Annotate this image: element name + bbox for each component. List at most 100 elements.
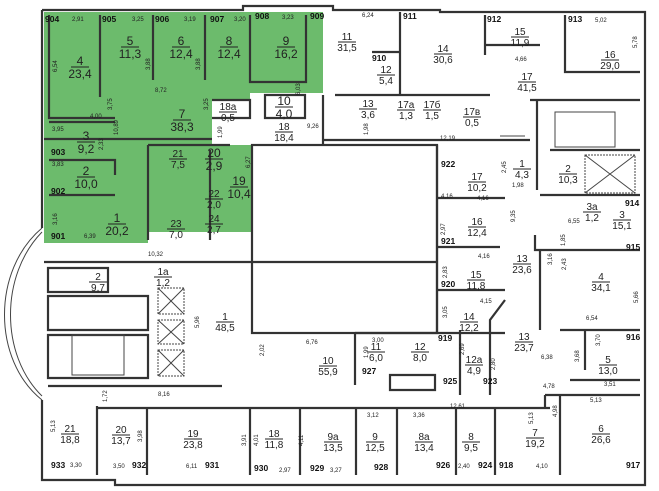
room-code: 931	[205, 460, 219, 470]
labels: 423,4511,3612,4812,4916,2104,018а0,5738,…	[45, 11, 640, 474]
room-code: 919	[438, 333, 452, 343]
fixtures	[71, 111, 636, 377]
room-number: 6	[178, 34, 185, 48]
room-number: 11	[371, 342, 382, 353]
staircase	[554, 111, 616, 148]
dimension-label: 12,19	[440, 136, 456, 142]
room-area: 13,0	[598, 366, 618, 377]
room-number: 9	[283, 34, 290, 48]
dimension-label: 2,40	[458, 464, 470, 470]
lift-shaft	[584, 154, 636, 194]
room-number: 10	[277, 94, 291, 108]
dimension-label: 6,55	[568, 219, 580, 225]
room-number: 3а	[586, 202, 598, 213]
dimension-label: 1,72	[103, 390, 109, 402]
room-number: 13	[518, 332, 530, 343]
dimension-label: 3,83	[52, 162, 64, 168]
dimension-label: 4,01	[254, 434, 260, 446]
room-area: 10,2	[467, 183, 487, 194]
dimension-label: 4,98	[553, 405, 559, 417]
room-code: 922	[441, 159, 455, 169]
dimension-label: 4,16	[441, 194, 453, 200]
room-number: 4	[77, 54, 84, 68]
room-area: 6,0	[369, 353, 383, 364]
courtyard	[250, 143, 439, 335]
room-area: 2,9	[206, 159, 223, 173]
room-number: 24	[208, 214, 220, 225]
room-area: 2,0	[207, 200, 221, 211]
room-area: 9,5	[464, 443, 478, 454]
dimension-label: 2,97	[279, 468, 291, 474]
room-area: 5,4	[379, 76, 393, 87]
room-area: 11,3	[119, 47, 142, 61]
room-area: 3,6	[361, 110, 375, 121]
room-area: 12,5	[365, 443, 385, 454]
dimension-label: 3,36	[413, 413, 425, 419]
room-area: 23,8	[183, 440, 203, 451]
dimension-label: 4,66	[515, 57, 527, 63]
dimension-label: 8,16	[158, 392, 170, 398]
room-area: 12,4	[217, 47, 241, 61]
room-area: 18,8	[60, 435, 80, 446]
room-area: 38,3	[170, 120, 194, 134]
room-area: 0,5	[221, 113, 235, 124]
dimension-label: 3,23	[282, 15, 294, 21]
room-area: 31,5	[337, 43, 357, 54]
room-number: 13	[516, 254, 528, 265]
room-code: 927	[362, 366, 376, 376]
room-code: 925	[443, 376, 457, 386]
dimension-label: 3,51	[604, 382, 616, 388]
room-number: 1а	[157, 267, 169, 278]
room-code: 928	[374, 462, 388, 472]
dimension-label: 5,96	[195, 316, 201, 328]
room-area: 0,5	[465, 118, 479, 129]
room-number: 17а	[398, 100, 415, 111]
room-number: 1	[114, 211, 121, 225]
room-number: 16	[471, 217, 483, 228]
room-number: 19	[187, 429, 199, 440]
room-number: 1	[519, 159, 525, 170]
dimension-label: 2,43	[562, 258, 568, 270]
room-number: 15	[514, 27, 526, 38]
room-code: 916	[626, 332, 640, 342]
room-area: 23,6	[512, 265, 532, 276]
room-number: 12	[414, 342, 426, 353]
room-area: 23,7	[514, 343, 534, 354]
dimension-label: 2,02	[260, 344, 266, 356]
room-code: 924	[478, 460, 492, 470]
dimension-label: 4,16	[477, 196, 489, 202]
room-code: 903	[51, 147, 65, 157]
room-area: 41,5	[517, 83, 537, 94]
dimension-label: 3,20	[234, 17, 246, 23]
dimension-label: 4,11	[299, 434, 305, 446]
room-number: 16	[604, 50, 616, 61]
curved-facade-inner	[10, 231, 43, 397]
dimension-label: 1,99	[364, 346, 370, 358]
room-area: 26,6	[591, 435, 611, 446]
room-number: 18а	[220, 102, 237, 113]
room-number: 3	[619, 210, 625, 221]
room-number: 14	[463, 312, 475, 323]
room-area: 12,4	[467, 228, 487, 239]
dimension-label: 6,39	[84, 234, 96, 240]
room-number: 18	[278, 122, 290, 133]
dimension-label: 3,25	[132, 17, 144, 23]
room-number: 17в	[464, 107, 480, 118]
dimension-label: 2,69	[460, 343, 466, 355]
dimension-label: 3,98	[138, 430, 144, 442]
room-number: 17	[471, 172, 483, 183]
staircase	[71, 334, 125, 376]
curved-facade	[4, 227, 43, 401]
room-code: 901	[51, 231, 65, 241]
room-code: 930	[254, 463, 268, 473]
room-number: 8	[226, 34, 233, 48]
dimension-label: 3,27	[330, 468, 342, 474]
room-area: 2,7	[207, 225, 221, 236]
dimension-label: 10,89	[114, 119, 120, 135]
room-number: 5	[127, 34, 134, 48]
dimension-label: 6,54	[53, 60, 59, 72]
room-code: 914	[625, 198, 639, 208]
lift-shaft	[157, 287, 185, 315]
dimension-label: 3,16	[548, 253, 554, 265]
dimension-label: 4,15	[480, 299, 492, 305]
